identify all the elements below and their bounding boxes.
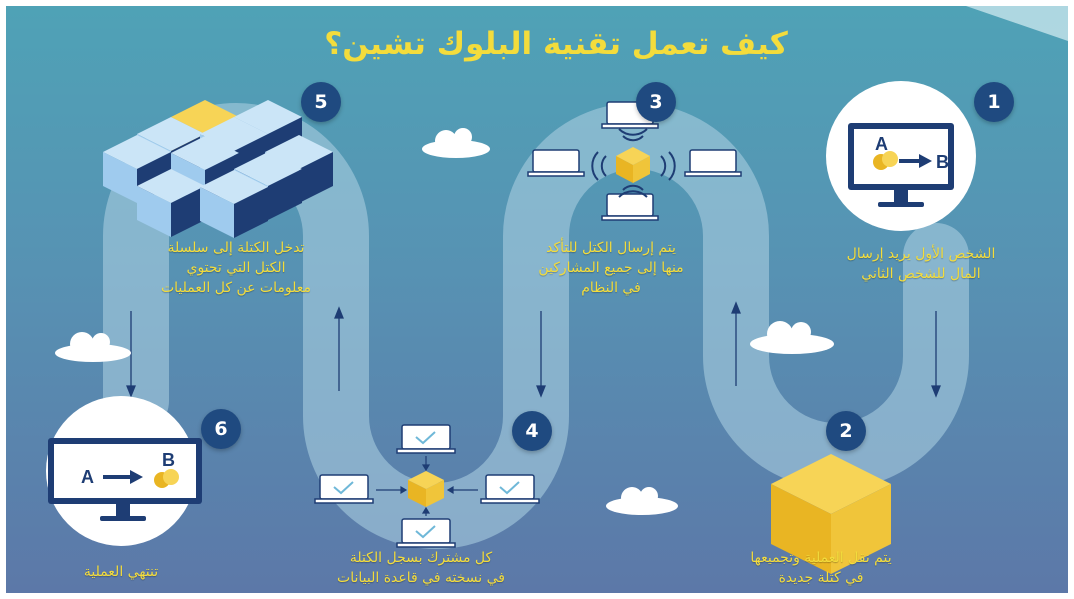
block-cluster-icon [103, 100, 333, 238]
step-caption-5: تدخل الكتلة إلى سلسلة الكتل التي تحتوي م… [160, 240, 311, 296]
monitor-icon [848, 123, 954, 207]
background-art [46, 6, 1068, 574]
check-icon [415, 431, 436, 445]
laptop-icon [684, 149, 742, 177]
blue-block [137, 169, 205, 237]
step-badge-5: 5 [301, 82, 341, 122]
cloud-icon [606, 487, 678, 515]
connector-arrows [376, 456, 478, 516]
coins-icon [154, 469, 179, 488]
step-badge-2: 2 [826, 411, 866, 451]
infographic: A B A B كيف تعمل تقنية البلوك تشين؟ 1 2 … [6, 6, 1068, 593]
cloud-icon [55, 332, 131, 362]
step-caption-2: يتم نقل العملية وتجميعها في كتلة جديدة [750, 550, 892, 586]
step-badge-4: 4 [512, 411, 552, 451]
page-title: كيف تعمل تقنية البلوك تشين؟ [324, 26, 788, 62]
step-badge-6: 6 [201, 409, 241, 449]
laptop-icon [527, 149, 585, 177]
laptop-icon [396, 424, 456, 454]
step-badge-1: 1 [974, 82, 1014, 122]
laptop-icon [601, 193, 659, 221]
receiver-label: B [936, 152, 949, 172]
check-icon [499, 481, 520, 495]
receiver-label: B [162, 450, 175, 470]
direction-arrows [126, 301, 941, 398]
cloud-icon [750, 321, 834, 354]
check-icon [415, 525, 436, 539]
step-badge-3: 3 [636, 82, 676, 122]
laptop-icon [480, 474, 540, 504]
laptop-icon [396, 518, 456, 548]
arrow-right-icon [899, 154, 932, 168]
step-caption-3: يتم إرسال الكتل للتأكد منها إلى جميع الم… [538, 240, 684, 296]
wifi-signal-icon [591, 128, 676, 198]
gold-cube-icon [408, 471, 444, 507]
arrow-right-icon [103, 470, 143, 484]
sender-label: A [81, 467, 94, 487]
sender-label: A [875, 134, 888, 154]
check-icon [333, 481, 354, 495]
gold-cube-icon [616, 147, 650, 183]
laptop-icon [314, 474, 374, 504]
cloud-icon [422, 128, 490, 158]
step-caption-6: تنتهي العملية [83, 564, 159, 580]
gold-cube-icon [771, 454, 891, 574]
blue-block [200, 170, 268, 238]
coins-icon [873, 151, 898, 170]
step-caption-1: الشخص الأول يريد إرسال المال للشخص الثان… [846, 246, 996, 282]
step-caption-4: كل مشترك بسجل الكتلة في نسخته في قاعدة ا… [337, 550, 505, 586]
